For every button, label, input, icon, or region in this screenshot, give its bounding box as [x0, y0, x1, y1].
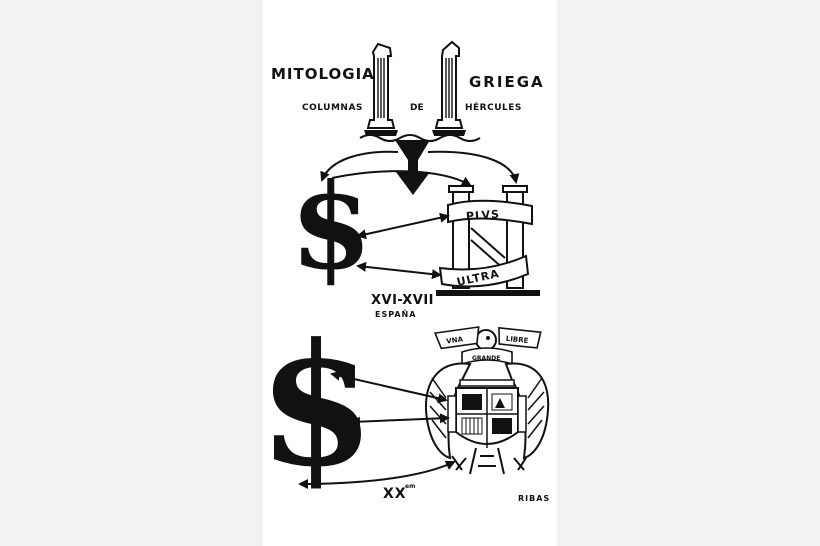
- arrow-curve-mid: [331, 170, 472, 186]
- down-arrow-icon: [395, 140, 430, 195]
- arrow-curve-right: [427, 150, 520, 184]
- banner-plus: PLVS: [466, 208, 501, 223]
- crest-ribbon-right: LIBRE: [505, 335, 529, 345]
- era-label-20th: XX: [383, 486, 407, 502]
- crest-ribbon-left: VNA: [446, 335, 464, 345]
- arrow-curve-left: [320, 150, 399, 182]
- artist-signature: RIBAS: [518, 494, 551, 503]
- arrow-plus: [356, 212, 450, 240]
- plus-ultra-columns: [436, 185, 540, 296]
- arrow-crest-mid: [350, 413, 450, 427]
- arrow-crest-bottom: [298, 460, 456, 489]
- subtitle-of: DE: [410, 103, 424, 113]
- subtitle-columns: COLUMNAS: [302, 103, 363, 113]
- dollar-sign-icon-large: $: [258, 306, 375, 504]
- era-label-spain: XVI-XVII: [371, 293, 435, 308]
- arrow-crest-top: [330, 370, 448, 404]
- greek-column-right: [432, 40, 466, 136]
- era-label-suffix: em: [405, 483, 416, 490]
- arrow-ultra: [356, 261, 442, 280]
- title-mythology: MITOLOGIA: [271, 65, 375, 83]
- dollar-sign-icon-small: $: [290, 157, 373, 296]
- banner-ultra: ULTRA: [455, 267, 500, 289]
- sea-waves: [359, 134, 481, 142]
- place-label-spain: ESPAÑA: [375, 310, 417, 319]
- subtitle-hercules: HÉRCULES: [465, 103, 522, 113]
- title-greek: GRIEGA: [469, 73, 545, 91]
- crest-ribbon-center: GRANDE: [472, 355, 500, 362]
